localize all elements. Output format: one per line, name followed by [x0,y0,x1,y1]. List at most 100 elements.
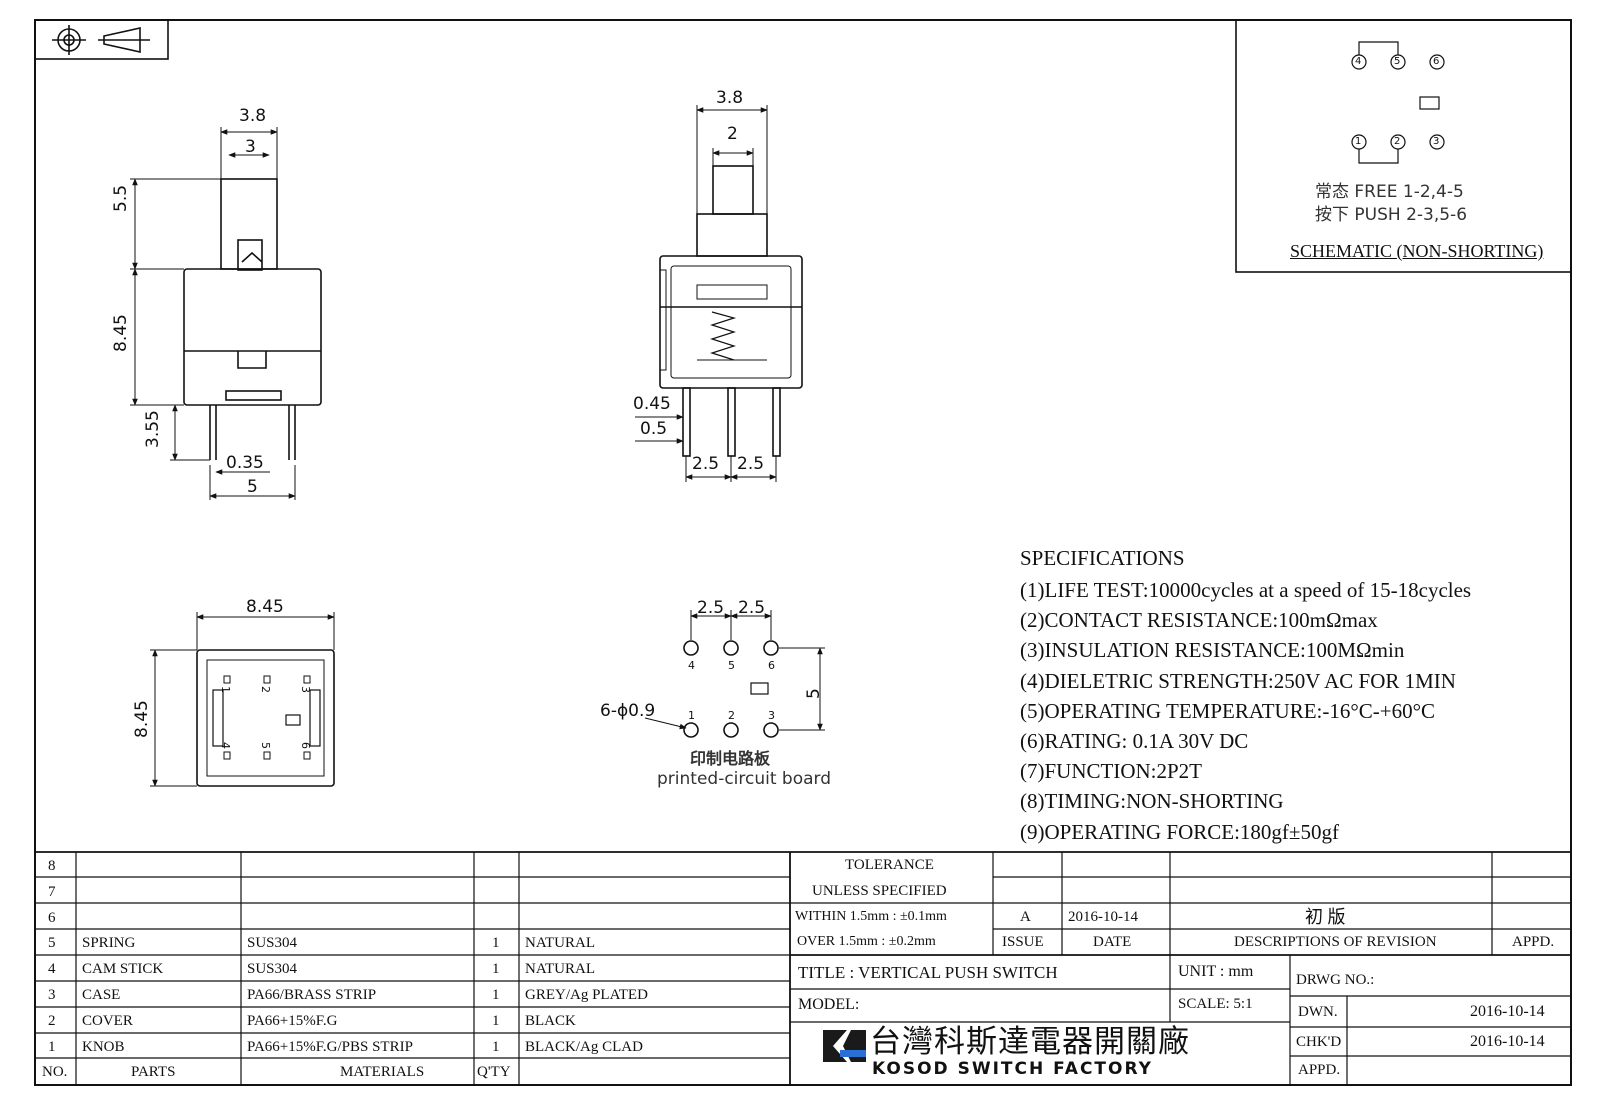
dim-label: 2.5 [692,454,720,474]
col-appd: APPD. [1512,934,1555,950]
front-view [635,105,803,482]
dim-label: 8.45 [246,597,284,617]
pin-number: 6 [299,742,312,749]
col-issue: ISSUE [1002,934,1044,950]
bom-header-no: NO. [42,1064,68,1080]
rev-date: 2016-10-14 [1068,909,1138,925]
bom-qty: 1 [492,961,500,978]
pcb-label-en: printed-circuit board [657,769,832,789]
pcb-label-cn: 印制电路板 [690,749,771,768]
bom-grid [35,851,1571,1085]
bom-no: 1 [48,1038,56,1055]
spec-item: (2)CONTACT RESISTANCE:100mΩmax [1020,608,1378,633]
pcb-layout [644,610,825,738]
dim-label: 5 [804,688,824,699]
company-name-en: KOSOD SWITCH FACTORY [872,1059,1153,1079]
tolerance-label: UNLESS SPECIFIED [812,883,947,899]
spec-list: (1)LIFE TEST:10000cycles at a speed of 1… [1020,578,1471,850]
unit: UNIT : mm [1178,963,1254,980]
dwn-date: 2016-10-14 [1470,1003,1545,1020]
side-view [130,127,322,500]
dim-label: 0.45 [633,394,671,414]
spec-item: (8)TIMING:NON-SHORTING [1020,789,1284,814]
tolerance-label: TOLERANCE [845,857,934,873]
pin-number: 2 [728,709,735,722]
col-date: DATE [1093,934,1132,950]
schematic-title: SCHEMATIC (NON-SHORTING) [1290,241,1544,261]
pin-number: 2 [259,686,272,693]
dim-label: 8.45 [132,700,152,738]
bom-finish: BLACK [525,1012,576,1029]
bom-no: 7 [48,883,56,900]
bom-no: 2 [48,1012,56,1029]
dim-label: 3.8 [716,88,744,108]
pin-number: 4 [688,659,695,672]
pin-number: 6 [1433,56,1440,67]
bom-finish: NATURAL [525,935,595,952]
bom-no: 6 [48,909,56,926]
schematic-diagram [1351,41,1445,164]
dim-label: 3.8 [239,106,267,126]
pin-number: 5 [1394,56,1401,67]
dim-label: 2.5 [738,598,766,618]
bottom-view [150,612,335,787]
dim-label: 3 [245,137,256,157]
pin-number: 4 [219,742,232,749]
company-name-cn: 台灣科斯達電器開關廠 [870,1024,1190,1059]
model: MODEL: [798,996,860,1013]
spec-item: (7)FUNCTION:2P2T [1020,759,1202,784]
spec-item: (1)LIFE TEST:10000cycles at a speed of 1… [1020,578,1472,602]
bom-qty: 1 [492,935,500,952]
bom-part: SPRING [82,935,136,952]
pin-number: 5 [259,742,272,749]
dim-label: 2.5 [737,454,765,474]
projection-symbol [34,19,169,60]
bom-no: 3 [48,987,56,1003]
pin-number: 3 [1433,136,1440,147]
pin-number: 1 [219,686,232,693]
bom-qty: 1 [492,1012,500,1029]
bom-no: 4 [48,961,56,978]
spec-item: (5)OPERATING TEMPERATURE:-16°C-+60°C [1020,698,1436,723]
bom-no: 5 [48,935,56,952]
bom-header-parts: PARTS [131,1064,176,1080]
chkd-date: 2016-10-14 [1470,1033,1545,1050]
appd-label: APPD. [1298,1062,1341,1078]
dim-label: 2 [727,124,738,144]
dim-label: 5.5 [111,184,131,212]
drwg-no: DRWG NO.: [1296,972,1375,988]
pin-number: 1 [688,709,695,722]
bom-part: CASE [82,987,121,1003]
bom-material: PA66/BRASS STRIP [247,987,377,1003]
spec-heading: SPECIFICATIONS [1020,546,1185,570]
pin-number: 4 [1355,56,1362,67]
company-logo [823,1030,866,1062]
dim-label: 5 [247,477,258,497]
schematic-free: 常态 FREE 1-2,4-5 [1315,182,1464,202]
rev-issue: A [1020,909,1031,925]
spec-item: (4)DIELETRIC STRENGTH:250V AC FOR 1MIN [1020,668,1456,693]
bom-no: 8 [48,858,56,874]
bom-part: KNOB [82,1038,125,1055]
bom-header-qty: Q'TY [477,1064,511,1080]
dim-label: 0.5 [640,419,668,439]
bom-finish: GREY/Ag PLATED [525,987,648,1003]
tolerance-within: WITHIN 1.5mm : ±0.1mm [795,909,947,924]
pin-number: 2 [1394,136,1401,147]
bom-qty: 1 [492,1038,500,1055]
spec-item: (9)OPERATING FORCE:180gf±50gf [1020,819,1339,844]
col-description: DESCRIPTIONS OF REVISION [1234,934,1437,950]
pin-number: 3 [768,709,775,722]
dwn-label: DWN. [1298,1004,1338,1020]
bom-part: CAM STICK [82,961,164,978]
schematic-box [1235,19,1572,273]
bom-material: SUS304 [247,935,298,952]
dim-label: 8.45 [111,314,131,352]
rev-description: 初 版 [1305,907,1346,927]
dim-label: 0.35 [226,453,264,473]
chkd-label: CHK'D [1296,1034,1342,1050]
bom-qty: 1 [492,987,500,1003]
bom-material: PA66+15%F.G/PBS STRIP [247,1038,413,1055]
bom-material: SUS304 [247,961,298,978]
